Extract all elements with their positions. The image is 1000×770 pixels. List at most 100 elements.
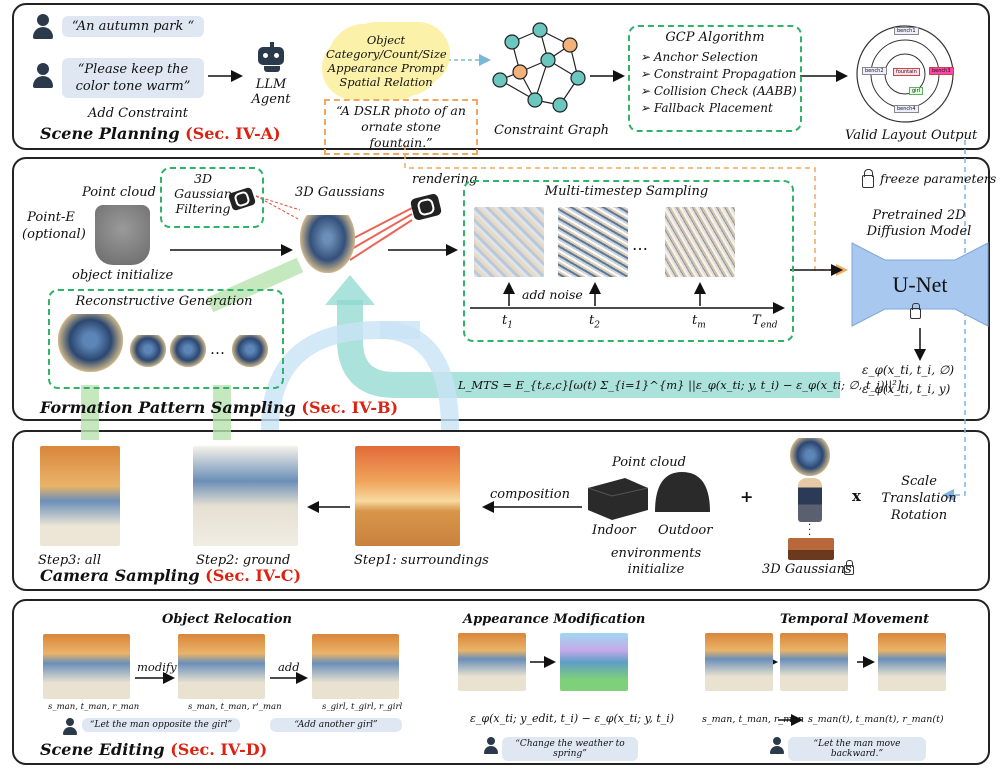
example-object-prompt: “A DSLR photo of an ornate stone fountai…: [324, 99, 478, 155]
gaussian-bench-thumb: [788, 538, 834, 560]
loss-feedback-arrowhead: [325, 275, 375, 305]
multi-timestep-box: [463, 180, 794, 342]
temporal-param-2: s_man(t), t_man(t), r_man(t): [808, 714, 944, 725]
scene-planning-title: Scene Planning (Sec. IV-A): [40, 124, 281, 143]
gcp-step-collision: ➢ Collision Check (AABB): [640, 84, 797, 98]
robot-icon: [258, 42, 286, 72]
appearance-title: Appearance Modification: [463, 612, 646, 627]
cloud-line-category: Object Category/Count/Size: [326, 33, 447, 61]
appearance-before: [458, 633, 526, 691]
camera-title: Camera Sampling (Sec. IV-C): [40, 566, 302, 585]
constraint-graph-icon: [492, 22, 586, 113]
formation-title: Formation Pattern Sampling (Sec. IV-B): [40, 398, 399, 417]
add-label: add: [278, 660, 300, 674]
user-icon-2: [33, 63, 53, 89]
times-sign: x: [852, 487, 861, 505]
transform-labels: Scale Translation Rotation: [874, 473, 964, 524]
reloc-prompt-2: “Add another girl”: [270, 718, 402, 732]
step3-label: Step3: all: [38, 553, 101, 568]
gcp-steps: ➢ Anchor Selection ➢ Constraint Propagat…: [640, 49, 797, 117]
noisy-render-t1: [474, 207, 544, 277]
llm-agent-label: LLM Agent: [251, 77, 291, 107]
recon-fountain-large: [58, 314, 123, 372]
attribute-cloud-text: Object Category/Count/Size Appearance Pr…: [326, 33, 447, 89]
scale-label: Scale: [901, 474, 937, 489]
relocation-title: Object Relocation: [162, 612, 292, 627]
gcp-algorithm-box: [628, 25, 802, 132]
mts-loss-formula: L_MTS = E_{t,ε,c}[ω(t) Σ_{i=1}^{m} ||ε_φ…: [458, 378, 902, 392]
editing-sec: (Sec. IV-D): [170, 740, 268, 759]
cloud-line-spatial: Spatial Relation: [339, 75, 433, 89]
unet-label: U-Net: [892, 272, 948, 297]
gaussians-label: 3D Gaussians: [295, 185, 385, 200]
step1-label: Step1: surroundings: [354, 553, 489, 568]
gcp-step-fallback: ➢ Fallback Placement: [640, 101, 773, 115]
gaussian-dots: ···: [808, 520, 812, 541]
point-cloud-object: [95, 205, 150, 265]
layout-box-fountain: fountain: [893, 68, 920, 76]
layout-box-bench1: bench1: [894, 27, 919, 35]
green-diag-arrow: [206, 257, 304, 313]
temporal-title: Temporal Movement: [780, 612, 930, 627]
light-blue-arc: [261, 321, 420, 431]
camera-gaussians-label: 3D Gaussians: [762, 562, 852, 577]
reloc-param-3: s_girl, t_girl, r_girl: [322, 702, 403, 712]
pretrained-label: Pretrained 2D Diffusion Model: [866, 208, 972, 239]
scene-step2-image: [193, 446, 298, 546]
recon-fountain-2: [130, 335, 166, 367]
user-icon-temporal: [770, 737, 784, 754]
gaussian-filtering-box: [160, 167, 264, 228]
rendering-label: rendering: [412, 172, 478, 187]
noisy-render-t2: [558, 207, 628, 277]
reloc-param-1: s_man, t_man, r_man: [48, 702, 140, 712]
tm-label: tm: [692, 313, 706, 331]
reloc-image-2: [178, 634, 265, 699]
unet-shape: [851, 242, 989, 327]
reconstructive-generation-box: [48, 289, 284, 389]
tend-label: Tend: [752, 313, 778, 331]
recon-fountain-4: [232, 335, 268, 367]
outdoor-label: Outdoor: [658, 523, 713, 538]
user-prompt-2: “Please keep the color tone warm”: [62, 58, 204, 98]
temporal-prompt: “Let the man move backward.”: [788, 737, 926, 761]
t1-label: t1: [502, 313, 513, 331]
translation-label: Translation: [881, 491, 957, 506]
recon-ellipsis: …: [210, 340, 225, 358]
gcp-title: GCP Algorithm: [665, 30, 765, 45]
constraint-graph-label: Constraint Graph: [494, 123, 609, 138]
t2-label: t2: [589, 313, 600, 331]
temporal-image-1: [705, 633, 773, 691]
loss-feedback-arrow: [337, 300, 840, 398]
add-constraint-label: Add Constraint: [88, 106, 188, 121]
mts-ellipsis: …: [632, 235, 648, 254]
indoor-box-icon: [587, 478, 649, 520]
light-blue-arc2: [379, 321, 459, 431]
lock-icon-freeze: [862, 169, 874, 188]
user-prompt-1: “An autumn park “: [62, 16, 204, 37]
eps-cond: ε_φ(x_ti, t_i, y): [862, 382, 951, 396]
layout-box-bench2: bench2: [862, 67, 887, 75]
user-icon-appearance: [484, 737, 498, 754]
attribute-cloud: [328, 24, 442, 96]
reloc-param-2: s_man, t_man, r'_man: [188, 702, 282, 712]
gcp-step-anchor: ➢ Anchor Selection: [640, 50, 759, 64]
fountain-gaussians-image: [300, 215, 355, 273]
step2-label: Step2: ground: [196, 553, 291, 568]
temporal-param-1: s_man, t_man, r_man: [702, 714, 804, 725]
indoor-label: Indoor: [592, 523, 636, 538]
gcp-step-propagation: ➢ Constraint Propagation: [640, 67, 797, 81]
gaussian-filtering-label: 3D Gaussian Filtering: [174, 171, 232, 216]
camera-point-cloud-label: Point cloud: [612, 455, 686, 470]
object-initialize-label: object initialize: [72, 268, 174, 283]
lock-icon-unet: [910, 303, 921, 319]
appearance-formula: ε_φ(x_ti; y_edit, t_i) − ε_φ(x_ti; y, t_…: [470, 712, 675, 725]
user-icon-reloc-1: [63, 718, 77, 735]
temporal-image-3: [878, 633, 946, 691]
appearance-prompt: “Change the weather to spring”: [502, 737, 638, 761]
add-noise-label: add noise: [522, 287, 583, 302]
noisy-render-tm: [665, 207, 735, 277]
composition-label: composition: [490, 487, 570, 502]
formation-sec: (Sec. IV-B): [301, 398, 399, 417]
plus-sign: +: [740, 487, 754, 506]
